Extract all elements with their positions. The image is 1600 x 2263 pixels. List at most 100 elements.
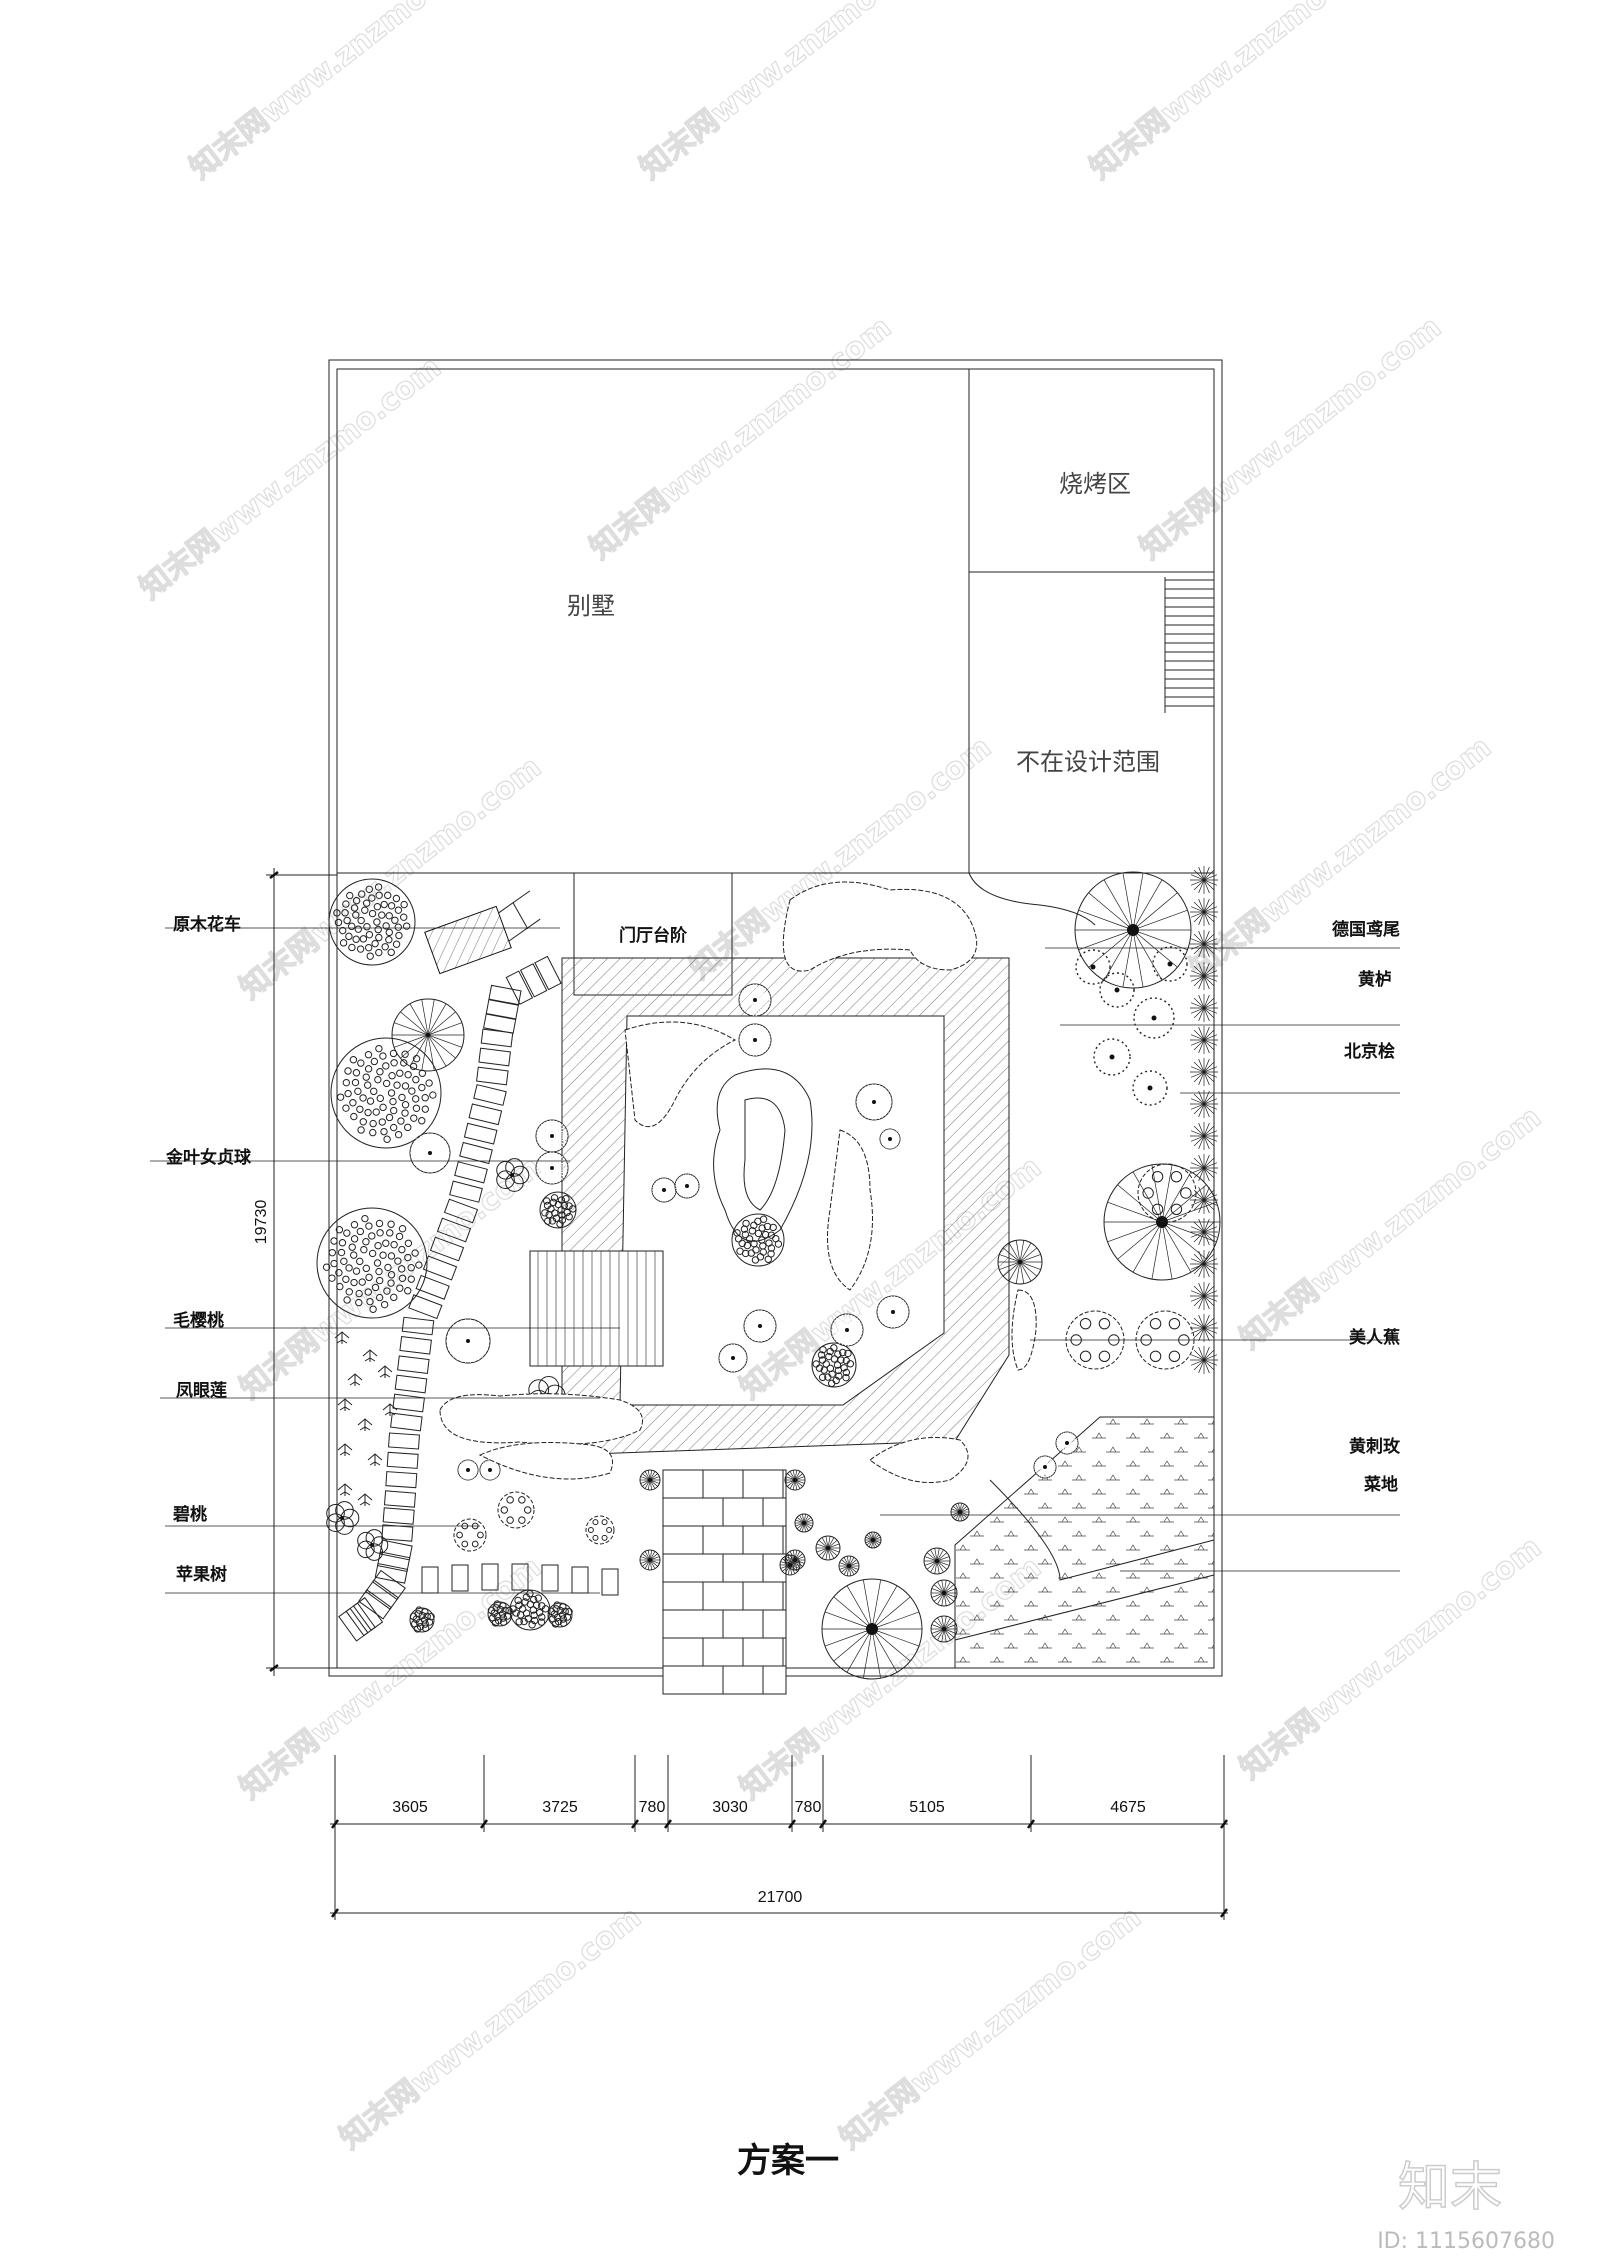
plant-spoke xyxy=(741,990,756,1001)
plant-spoke xyxy=(427,1133,431,1154)
plant-spoke xyxy=(467,1321,480,1342)
plant-leaf xyxy=(361,906,369,914)
plant-spoke xyxy=(846,1585,873,1630)
plant-leaf xyxy=(342,1104,350,1112)
plant-spoke xyxy=(1132,929,1178,968)
plant-leaf xyxy=(396,1284,404,1292)
plant-spoke xyxy=(892,1311,907,1322)
nanking-cherry-icon xyxy=(367,1453,383,1466)
plant-spoke xyxy=(759,1325,769,1341)
plant-spoke xyxy=(460,1340,469,1363)
plant-leaf xyxy=(562,1194,570,1203)
plant-spoke xyxy=(936,1549,944,1562)
plant-spoke xyxy=(930,1560,938,1573)
plant-spoke xyxy=(754,984,758,1001)
juniper-needle xyxy=(1190,1034,1218,1046)
plant-spoke xyxy=(943,1588,957,1594)
plant-spoke xyxy=(540,1167,553,1181)
plant-lobe xyxy=(1170,1170,1183,1183)
plant-spoke xyxy=(1151,1221,1163,1280)
stepping-stone xyxy=(478,1047,511,1067)
plant-center xyxy=(662,1188,666,1192)
plant-leaf xyxy=(425,1618,434,1626)
plant-spoke xyxy=(941,1616,945,1630)
plant-spoke xyxy=(1019,1261,1038,1277)
plant-spoke xyxy=(429,1135,441,1154)
plant-spoke xyxy=(759,1322,776,1327)
plant-spoke xyxy=(759,1319,775,1327)
plant-spoke xyxy=(943,1584,955,1594)
plant-spoke xyxy=(748,1325,761,1339)
plant-spoke xyxy=(857,1094,875,1103)
plant-spoke xyxy=(746,999,756,1015)
plant-spoke xyxy=(943,1616,947,1630)
plant-lobe xyxy=(518,1516,526,1524)
plant-leaf xyxy=(759,1248,767,1256)
plant-spoke xyxy=(551,1167,558,1184)
plant-spoke xyxy=(732,1349,745,1359)
plant-leaf xyxy=(395,931,403,940)
plant-leaf xyxy=(357,1126,365,1134)
plant-spoke xyxy=(429,1152,447,1166)
stepping-stone xyxy=(401,1316,435,1336)
dimension-tick xyxy=(331,1819,339,1829)
plant-spoke xyxy=(824,1611,873,1630)
plant-leaf xyxy=(563,1208,571,1217)
plant-spoke xyxy=(857,1101,875,1110)
plant-spoke xyxy=(456,1321,469,1342)
petal xyxy=(326,1503,345,1523)
shrub-icon xyxy=(779,1554,801,1576)
plant-spoke xyxy=(943,1580,947,1594)
plant-spoke xyxy=(551,1167,568,1172)
plant-leaf xyxy=(362,1073,370,1081)
nanking-cherry-icon xyxy=(347,1373,363,1386)
label-flowering-peach: 碧桃 xyxy=(172,1504,207,1525)
plant-spoke xyxy=(754,1033,770,1041)
plant-spoke xyxy=(467,1331,489,1342)
plant-center xyxy=(1065,1441,1069,1445)
plant-center xyxy=(1018,1260,1022,1264)
plant-center xyxy=(648,1478,652,1482)
stepping-stone xyxy=(399,1336,432,1355)
plant-spoke xyxy=(1151,1164,1163,1223)
plant-spoke xyxy=(1132,929,1188,951)
plant-spoke xyxy=(943,1628,951,1641)
plant-spoke xyxy=(1008,1261,1021,1282)
plant-leaf xyxy=(812,1360,820,1368)
plant-spoke xyxy=(423,1152,431,1173)
plant-spoke xyxy=(725,1357,734,1371)
nanking-cherry-icon xyxy=(357,1493,373,1506)
plant-spoke xyxy=(740,1039,756,1047)
stepping-stone xyxy=(383,1490,417,1508)
plant-leaf xyxy=(350,1221,359,1229)
plant-leaf xyxy=(398,1265,406,1273)
plant-leaf xyxy=(387,1279,395,1287)
plant-spoke xyxy=(841,1314,848,1331)
plant-leaf xyxy=(362,1264,370,1273)
plant-leaf xyxy=(359,935,368,943)
plant-spoke xyxy=(429,1144,449,1154)
plant-center xyxy=(1043,1465,1047,1469)
plant-lobe xyxy=(1098,1317,1111,1330)
plant-spoke xyxy=(551,1135,567,1143)
plant-center xyxy=(942,1627,946,1631)
plant-center xyxy=(847,1564,851,1568)
plant-spoke xyxy=(936,1552,948,1562)
plant-spoke xyxy=(551,1158,566,1169)
plant-spoke xyxy=(746,1039,756,1055)
stepping-stone xyxy=(421,1566,439,1594)
plant-leaf xyxy=(365,885,373,894)
golden-privet-ball-icon xyxy=(409,1132,451,1174)
plant-spoke xyxy=(943,1592,957,1598)
plant-spoke xyxy=(1015,1240,1021,1263)
stepping-stone xyxy=(483,1013,517,1034)
plant-spoke xyxy=(856,1101,875,1107)
plant-spoke xyxy=(400,1034,429,1059)
plant-lobe xyxy=(1098,1350,1111,1363)
plant-leaf xyxy=(349,1099,357,1107)
plant-leaf xyxy=(348,943,356,952)
plant-leaf xyxy=(526,1589,534,1598)
plant-spoke xyxy=(686,1176,696,1187)
plant-leaf xyxy=(418,1083,426,1092)
plant-leaf xyxy=(764,1255,772,1263)
